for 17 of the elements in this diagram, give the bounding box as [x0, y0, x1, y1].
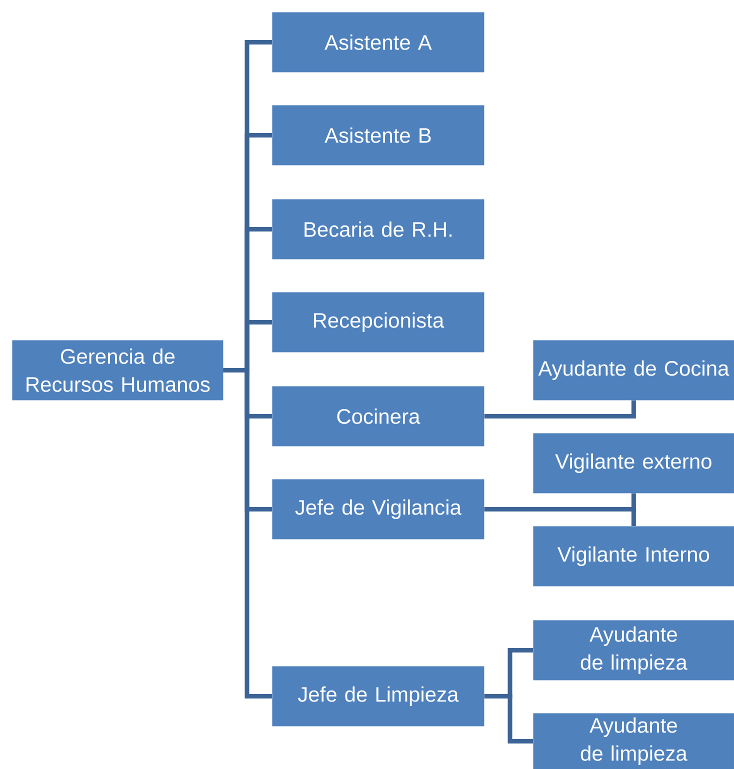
org-box: Vigilante externo	[533, 433, 734, 494]
org-box: Recepcionista	[272, 292, 484, 352]
org-box: Jefe de Vigilancia	[272, 479, 484, 540]
org-box: Ayudante de limpieza	[533, 620, 734, 680]
org-box: Asistente B	[272, 105, 484, 166]
org-box: Asistente A	[272, 12, 484, 72]
org-box: Cocinera	[272, 386, 484, 446]
org-box: Jefe de Limpieza	[272, 666, 484, 726]
org-box: Ayudante de limpieza	[533, 713, 734, 769]
connector-line	[484, 400, 636, 418]
org-box: Vigilante Interno	[533, 526, 734, 586]
org-box: Ayudante de Cocina	[533, 340, 734, 400]
org-box: Becaria de R.H.	[272, 199, 484, 260]
org-box: Gerencia de Recursos Humanos	[12, 340, 224, 400]
connector-line	[223, 368, 272, 698]
connector-line	[484, 694, 533, 744]
connector-line	[484, 506, 636, 526]
